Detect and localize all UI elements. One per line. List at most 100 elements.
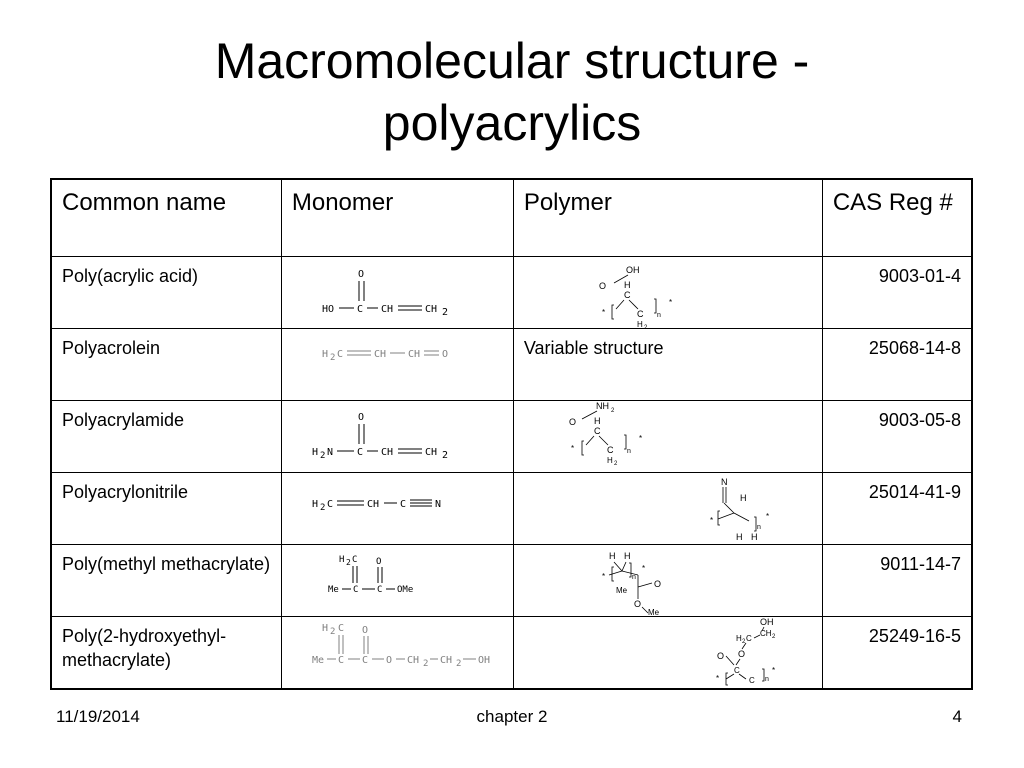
svg-text:H: H [624, 280, 631, 290]
svg-text:H: H [751, 532, 758, 542]
svg-text:H: H [736, 532, 743, 542]
svg-text:2: 2 [330, 627, 335, 637]
svg-text:OH: OH [760, 617, 774, 627]
svg-text:C: C [352, 555, 357, 565]
monomer-structure: H 2 C CH CH O [280, 328, 514, 401]
common-name-cell: Poly(acrylic acid) [50, 256, 282, 329]
cas-number-cell: 9003-05-8 [821, 400, 973, 473]
svg-text:N: N [721, 477, 728, 487]
svg-text:*: * [766, 512, 769, 521]
svg-text:N: N [435, 499, 441, 510]
svg-text:C: C [337, 349, 343, 360]
svg-text:*: * [669, 298, 672, 307]
svg-text:C: C [377, 585, 382, 595]
svg-text:CH: CH [440, 655, 452, 666]
svg-text:H: H [339, 555, 344, 565]
svg-text:H: H [322, 349, 328, 360]
acrylic-acid-polymer-structure: OH O H C C H 2 n * * [599, 265, 672, 331]
common-name-cell: Polyacrolein [50, 328, 282, 401]
common-name-cell: Polyacrylonitrile [50, 472, 282, 545]
svg-text:H: H [312, 447, 318, 458]
svg-text:CH: CH [381, 447, 393, 458]
table-row: Poly(acrylic acid) O HO C CH CH 2 OH [50, 256, 973, 331]
svg-text:H: H [624, 551, 631, 561]
svg-text:2: 2 [320, 451, 325, 461]
table-row: Poly(methyl methacrylate) H 2 C O Me C C… [50, 544, 973, 617]
svg-text:*: * [571, 444, 574, 453]
monomer-structure: H 2 C O Me C C O CH 2 CH 2 OH [280, 616, 514, 690]
svg-text:C: C [327, 499, 333, 510]
svg-text:C: C [734, 666, 740, 675]
acrolein-monomer-structure: H 2 C CH CH O [322, 349, 448, 363]
svg-text:Me: Me [616, 586, 628, 595]
monomer-structure: O H 2 N C CH CH 2 [280, 400, 514, 473]
svg-text:C: C [594, 426, 601, 436]
acrylic-acid-monomer-structure: O HO C CH CH 2 [322, 269, 448, 318]
acrylamide-monomer-structure: O H 2 N C CH CH 2 [312, 412, 448, 461]
svg-text:n: n [632, 574, 636, 581]
svg-text:O: O [358, 269, 364, 280]
table-row: Poly(2-hydroxyethyl-methacrylate) H 2 C … [50, 616, 973, 690]
svg-text:C: C [400, 499, 406, 510]
polymer-structure: N H n H H * * [512, 472, 823, 545]
monomer-structure: H 2 C O Me C C OMe [280, 544, 514, 617]
svg-text:O: O [386, 655, 392, 666]
svg-text:C: C [338, 623, 344, 634]
polymer-structure: OH H 2 C CH 2 O O C n C * [512, 616, 823, 690]
svg-text:O: O [738, 649, 745, 659]
table-row: Polyacrolein H 2 C CH CH O [50, 328, 973, 401]
svg-text:Me: Me [648, 608, 660, 617]
svg-text:n: n [627, 448, 631, 455]
monomer-structure: H 2 C CH C N [280, 472, 514, 545]
table-header-row: Common name Monomer Polymer CAS Reg # [50, 178, 973, 257]
svg-text:n: n [757, 524, 761, 531]
svg-text:H: H [609, 551, 616, 561]
header-common-name: Common name [50, 178, 282, 257]
header-monomer: Monomer [280, 178, 514, 257]
hema-polymer-structure: OH H 2 C CH 2 O O C n C * [716, 617, 776, 686]
title-line-1: Macromolecular structure - [214, 33, 810, 89]
svg-text:2: 2 [442, 307, 448, 318]
svg-text:OMe: OMe [397, 585, 413, 595]
hema-monomer-structure: H 2 C O Me C C O CH 2 CH 2 OH [312, 623, 490, 669]
svg-text:O: O [442, 349, 448, 360]
acrylonitrile-polymer-structure: N H n H H * * [710, 477, 769, 542]
svg-text:O: O [717, 651, 724, 661]
svg-text:CH: CH [425, 304, 437, 315]
svg-text:2: 2 [742, 639, 746, 645]
polymer-structure: NH 2 O H C C H 2 n * * [512, 400, 823, 473]
svg-text:H: H [637, 320, 643, 329]
svg-text:*: * [642, 564, 645, 573]
svg-text:*: * [710, 516, 713, 525]
svg-text:CH: CH [367, 499, 379, 510]
svg-text:*: * [716, 674, 719, 683]
svg-text:H: H [594, 416, 601, 426]
svg-text:H: H [740, 493, 747, 503]
svg-text:CH: CH [425, 447, 437, 458]
svg-text:2: 2 [456, 659, 461, 669]
svg-text:CH: CH [408, 349, 420, 360]
svg-text:*: * [772, 666, 775, 675]
footer-chapter: chapter 2 [476, 707, 548, 726]
header-polymer: Polymer [512, 178, 823, 257]
svg-text:C: C [362, 655, 368, 666]
svg-text:C: C [357, 304, 363, 315]
svg-text:C: C [746, 634, 752, 643]
svg-text:C: C [637, 309, 644, 319]
svg-text:*: * [602, 572, 605, 581]
table-row: Polyacrylamide O H 2 N C CH CH 2 NH [50, 400, 973, 473]
svg-text:OH: OH [626, 265, 640, 275]
svg-text:2: 2 [644, 325, 648, 331]
svg-text:HO: HO [322, 304, 334, 315]
polyacrylics-table: Common name Monomer Polymer CAS Reg # Po… [50, 178, 973, 690]
svg-text:n: n [765, 676, 769, 683]
svg-text:O: O [599, 281, 606, 291]
svg-text:2: 2 [611, 408, 615, 414]
svg-text:Me: Me [312, 655, 324, 666]
footer-page-number: 4 [952, 707, 962, 726]
svg-text:H: H [312, 499, 318, 510]
svg-text:O: O [654, 579, 661, 589]
title-line-2: polyacrylics [382, 95, 642, 151]
cas-number-cell: 9003-01-4 [821, 256, 973, 329]
svg-text:Me: Me [328, 585, 339, 595]
